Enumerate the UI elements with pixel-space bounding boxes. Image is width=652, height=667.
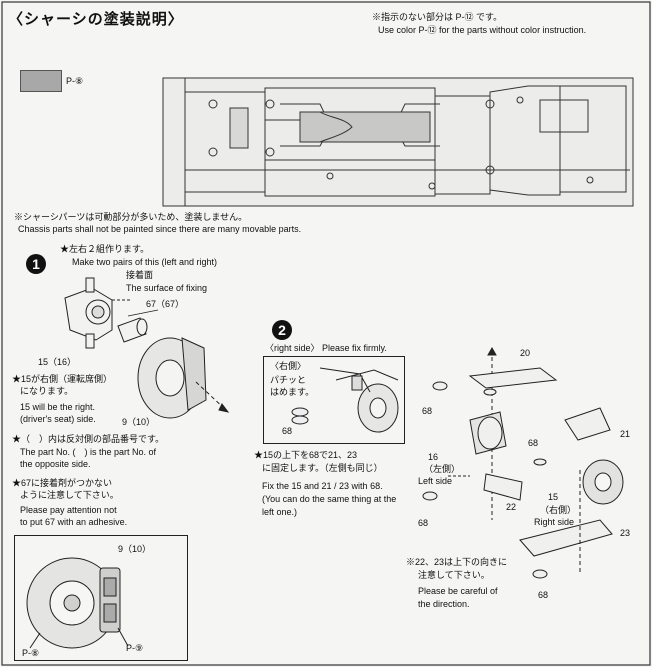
step2-right-side: 〈right side〉 Please fix firmly. [265,343,387,353]
step1-part-15: 15（16） [38,357,77,367]
step1-adhesive-ja-1: ★67に接着剤がつかない [12,478,113,488]
step2-inset-ja-1: 〈右側〉 [270,361,307,371]
part-68-label-c: 68 [418,518,429,528]
step2-inset-part: 68 [282,426,293,436]
step2-fix-en-3: left one.) [262,507,298,517]
step1-adhesive-en-2: to put 67 with an adhesive. [20,517,128,527]
step1-make-en: Make two pairs of this (left and right) [72,257,218,267]
step1-paren-en-1: The part No. ( ) is the part No. of [20,447,157,457]
step1-adhesive-ja-2: ように注意して下さい。 [20,490,119,500]
part-20-label: 20 [520,348,531,358]
step2-fix-ja-1: ★15の上下を68で21、23 [254,450,358,460]
step2-fix-en-1: Fix the 15 and 21 / 23 with 68. [262,481,383,491]
step2-inset-ja-3: はめます。 [270,387,315,397]
disc-paint-a: P-⑧ [22,648,40,658]
step1-glue-en: The surface of fixing [126,283,208,293]
step1-right-en-2: (driver's seat) side. [20,414,96,424]
disc-detail-part: 9（10） [118,544,152,554]
step1-right-ja-1: ★15が右側（運転席側） [12,374,113,384]
part-22-label: 22 [506,502,517,512]
part-68-label-b: 68 [528,438,539,448]
step1-part-9: 9（10） [122,417,156,427]
step1-knuckle-drawing [64,277,148,349]
step2-inset-box [263,356,405,444]
step1-glue-ja: 接着面 [126,270,154,280]
part-21-label: 21 [620,429,631,439]
chassis-top-view [162,77,634,207]
step2-suspension-drawing [422,346,624,579]
part-68-label-a: 68 [422,406,433,416]
step2-inset-drawing [291,367,399,433]
part-68-label-d: 68 [538,590,549,600]
step1-right-ja-2: になります。 [20,386,74,396]
page-title: 〈シャーシの塗装説明〉 [8,11,184,28]
right-side-en: Right side [534,517,575,527]
chassis-note-ja: ※シャーシパーツは可動部分が多いため、塗装しません。 [14,212,248,222]
paint-swatch [20,70,62,92]
step1-paren-en-2: the opposite side. [20,459,91,469]
swatch-label: P-⑧ [66,76,84,86]
step1-adhesive-en-1: Please pay attention not [20,505,117,515]
disc-detail-drawing [26,557,129,649]
step1-part-67: 67（67） [146,299,185,309]
step1-make-ja: ★左右２組作ります。 [60,244,150,254]
updown-en-1: Please be careful of [418,586,498,596]
part-23-label: 23 [620,528,631,538]
step2-inset-ja-2: パチッと [270,375,307,385]
step1-paren-ja: ★（ ）内は反対側の部品番号です。 [12,434,165,444]
color-note-ja: ※指示のない部分は P-⑫ です。 [372,12,503,22]
disc-detail-box [14,535,188,661]
step2-fix-ja-2: に固定します。（左側も同じ） [262,463,383,473]
step1-right-en-1: 15 will be the right. [20,402,96,412]
updown-ja-2: 注意して下さい。 [418,570,490,580]
updown-ja-1: ※22、23は上下の向きに [406,557,508,567]
left-side-ja: （左側） [424,464,461,474]
step1-disc-drawing [137,337,230,419]
disc-paint-b: P-⑨ [126,643,144,653]
part-16-label: 16 [428,452,439,462]
left-side-en: Left side [418,476,453,486]
step2-fix-en-2: (You can do the same thing at the [262,494,397,504]
part-15-label: 15 [548,492,559,502]
color-note-en: Use color P-⑫ for the parts without colo… [378,25,587,35]
step-2-badge: 2 [272,320,292,340]
updown-en-2: the direction. [418,599,470,609]
step-1-badge: 1 [26,254,46,274]
chassis-note-en: Chassis parts shall not be painted since… [18,224,302,234]
right-side-ja: （右側） [540,505,577,515]
